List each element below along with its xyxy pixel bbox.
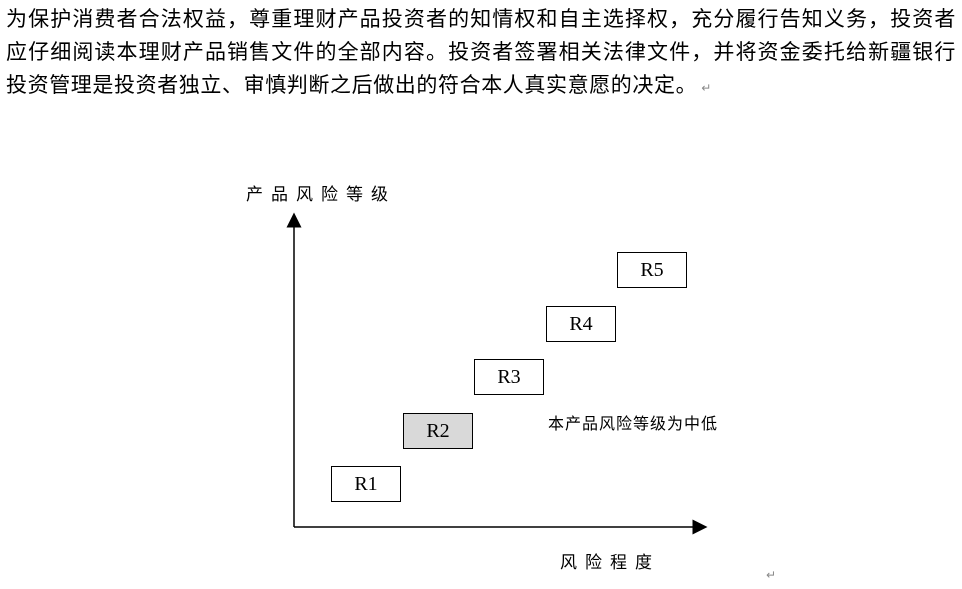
risk-level-r4: R4 [546,306,616,342]
risk-level-r2: R2 [403,413,473,449]
end-return-mark: ↵ [766,568,777,582]
risk-level-r5: R5 [617,252,687,288]
risk-level-label: R1 [354,472,378,495]
risk-level-label: R2 [426,419,450,442]
risk-level-r1: R1 [331,466,401,502]
paragraph-return-mark: ↵ [701,81,712,95]
risk-level-label: R3 [497,365,521,388]
x-axis-label: 风险程度 [560,553,660,573]
risk-level-label: R4 [569,312,593,335]
risk-level-r3: R3 [474,359,544,395]
disclosure-paragraph: 为保护消费者合法权益，尊重理财产品投资者的知情权和自主选择权，充分履行告知义务，… [6,3,956,105]
disclosure-text: 为保护消费者合法权益，尊重理财产品投资者的知情权和自主选择权，充分履行告知义务，… [6,7,956,97]
risk-annotation: 本产品风险等级为中低 [548,414,719,433]
risk-level-label: R5 [640,258,664,281]
y-axis-label: 产品风险等级 [246,185,396,205]
